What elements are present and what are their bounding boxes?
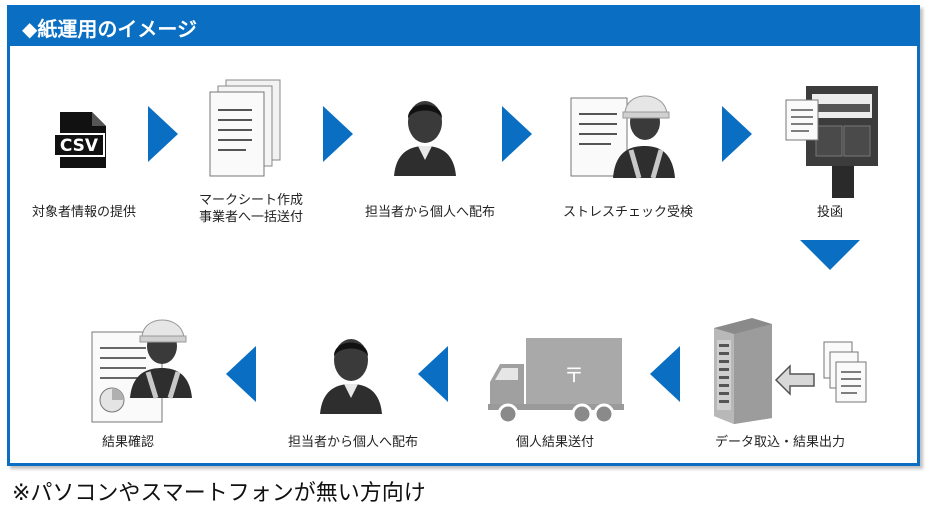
document-worker-icon	[570, 95, 675, 179]
diagram-frame: ◆紙運用のイメージ CSV	[7, 5, 920, 466]
step-label-check-results: 結果確認	[101, 435, 154, 450]
step-label-data-import: データ取込・結果出力	[714, 435, 845, 450]
postal-mark: 〒	[564, 363, 584, 387]
postbox-icon	[785, 86, 878, 198]
step-label-create-sheets-line2: 事業者へ一括送付	[198, 210, 303, 225]
arrow-left-icon	[226, 346, 256, 402]
step-label-send-results: 個人結果送付	[515, 435, 594, 450]
step-label-take-check: ストレスチェック受検	[562, 205, 693, 220]
arrow-right-icon	[722, 106, 752, 162]
step-label-create-sheets-line1: マークシート作成	[198, 193, 303, 208]
arrow-down-icon	[800, 240, 860, 270]
step-label-distribute-results: 担当者から個人へ配布	[287, 435, 418, 450]
arrow-right-icon	[148, 106, 178, 162]
arrow-right-icon	[502, 106, 532, 162]
document-stack-icon	[209, 79, 281, 177]
step-label-provide-data: 対象者情報の提供	[31, 205, 136, 220]
footnote: ※パソコンやスマートフォンが無い方向け	[12, 481, 426, 506]
step-label-distribute: 担当者から個人へ配布	[364, 205, 495, 220]
arrow-left-icon	[418, 346, 448, 402]
person-icon	[394, 101, 456, 176]
arrow-right-icon	[323, 106, 353, 162]
diagram-title: ◆紙運用のイメージ	[22, 17, 197, 41]
csv-text: CSV	[60, 136, 99, 156]
delivery-truck-icon: 〒	[488, 338, 624, 425]
arrow-left-icon	[650, 346, 680, 402]
server-icon	[714, 318, 867, 424]
title-bar: ◆紙運用のイメージ	[10, 8, 917, 46]
person-icon	[320, 339, 382, 414]
csv-file-icon: CSV	[54, 112, 106, 168]
report-worker-icon	[91, 319, 192, 423]
step-label-mail: 投函	[816, 205, 843, 220]
